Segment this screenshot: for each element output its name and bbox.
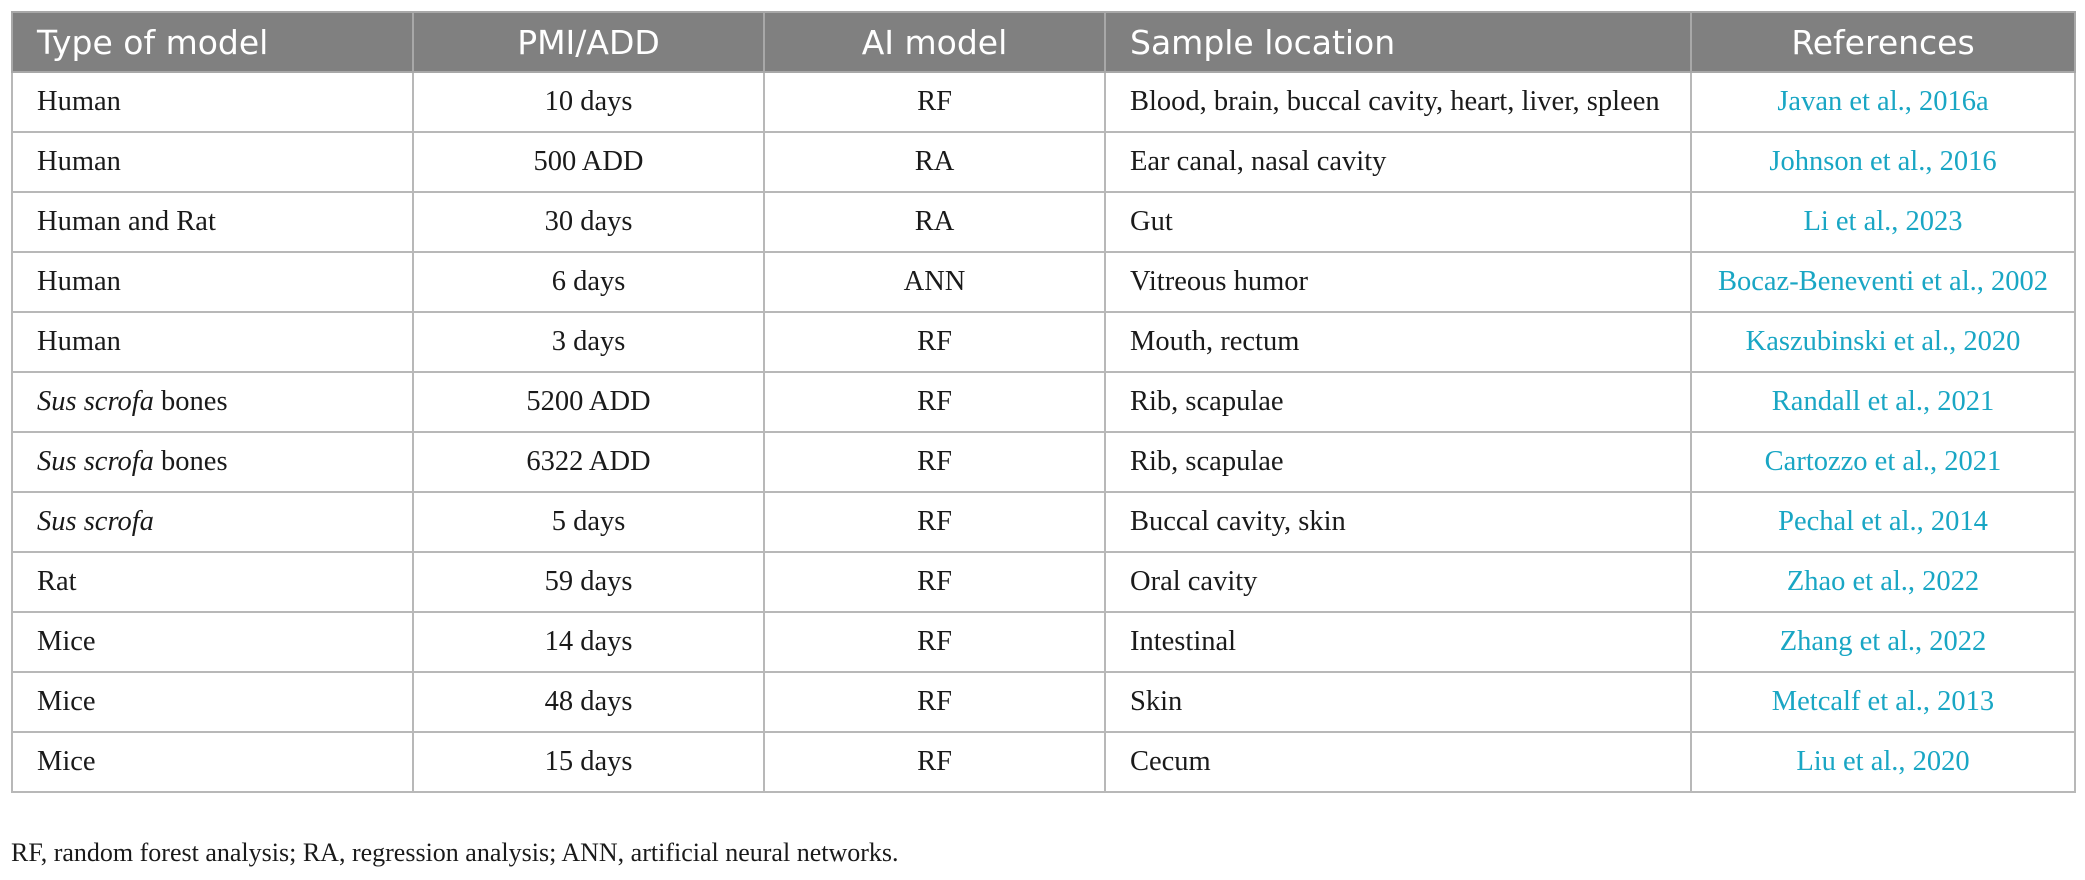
cell-sample-location: Mouth, rectum [1104, 311, 1692, 373]
model-name: Rat [37, 566, 77, 597]
reference-link[interactable]: Liu et al., 2020 [1690, 731, 2076, 793]
reference-link[interactable]: Randall et al., 2021 [1690, 371, 2076, 433]
reference-link[interactable]: Johnson et al., 2016 [1690, 131, 2076, 193]
header-references: References [1690, 11, 2076, 73]
cell-sample-location: Blood, brain, buccal cavity, heart, live… [1104, 71, 1692, 133]
model-name: Human and Rat [37, 206, 216, 237]
cell-ai-model: RF [763, 551, 1106, 613]
cell-ai-model: RF [763, 71, 1106, 133]
header-type-of-model: Type of model [11, 11, 414, 73]
cell-ai-model: ANN [763, 251, 1106, 313]
cell-pmi-add: 6 days [412, 251, 765, 313]
reference-link[interactable]: Cartozzo et al., 2021 [1690, 431, 2076, 493]
header-row: Type of model PMI/ADD AI model Sample lo… [11, 11, 2076, 73]
cell-pmi-add: 48 days [412, 671, 765, 733]
reference-link[interactable]: Kaszubinski et al., 2020 [1690, 311, 2076, 373]
cell-sample-location: Oral cavity [1104, 551, 1692, 613]
cell-type-of-model: Mice [11, 671, 414, 733]
model-name: Sus scrofa [37, 446, 154, 477]
cell-sample-location: Ear canal, nasal cavity [1104, 131, 1692, 193]
cell-type-of-model: Rat [11, 551, 414, 613]
cell-pmi-add: 59 days [412, 551, 765, 613]
model-suffix: bones [153, 386, 228, 417]
cell-pmi-add: 10 days [412, 71, 765, 133]
cell-type-of-model: Human [11, 251, 414, 313]
cell-ai-model: RF [763, 491, 1106, 553]
table-footnote: RF, random forest analysis; RA, regressi… [11, 838, 899, 867]
cell-ai-model: RF [763, 731, 1106, 793]
reference-link[interactable]: Zhang et al., 2022 [1690, 611, 2076, 673]
cell-sample-location: Rib, scapulae [1104, 371, 1692, 433]
reference-link[interactable]: Bocaz-Beneventi et al., 2002 [1690, 251, 2076, 313]
data-table: Type of model PMI/ADD AI model Sample lo… [11, 11, 2076, 793]
reference-link[interactable]: Javan et al., 2016a [1690, 71, 2076, 133]
cell-ai-model: RF [763, 311, 1106, 373]
cell-ai-model: RF [763, 671, 1106, 733]
model-name: Mice [37, 686, 96, 717]
model-name: Sus scrofa [37, 506, 154, 537]
cell-pmi-add: 6322 ADD [412, 431, 765, 493]
header-ai-model: AI model [763, 11, 1106, 73]
model-name: Sus scrofa [37, 386, 154, 417]
cell-ai-model: RA [763, 131, 1106, 193]
cell-type-of-model: Human [11, 71, 414, 133]
cell-ai-model: RF [763, 371, 1106, 433]
model-name: Mice [37, 626, 96, 657]
cell-sample-location: Buccal cavity, skin [1104, 491, 1692, 553]
cell-pmi-add: 3 days [412, 311, 765, 373]
cell-sample-location: Gut [1104, 191, 1692, 253]
cell-sample-location: Skin [1104, 671, 1692, 733]
cell-pmi-add: 5 days [412, 491, 765, 553]
cell-pmi-add: 500 ADD [412, 131, 765, 193]
cell-pmi-add: 30 days [412, 191, 765, 253]
model-suffix: bones [153, 446, 228, 477]
cell-type-of-model: Sus scrofa bones [11, 431, 414, 493]
model-name: Mice [37, 746, 96, 777]
model-name: Human [37, 326, 121, 357]
cell-type-of-model: Sus scrofa bones [11, 371, 414, 433]
cell-ai-model: RF [763, 611, 1106, 673]
cell-type-of-model: Mice [11, 611, 414, 673]
cell-sample-location: Vitreous humor [1104, 251, 1692, 313]
cell-type-of-model: Human and Rat [11, 191, 414, 253]
header-pmi-add: PMI/ADD [412, 11, 765, 73]
reference-link[interactable]: Pechal et al., 2014 [1690, 491, 2076, 553]
reference-link[interactable]: Metcalf et al., 2013 [1690, 671, 2076, 733]
cell-pmi-add: 14 days [412, 611, 765, 673]
cell-type-of-model: Sus scrofa [11, 491, 414, 553]
cell-ai-model: RF [763, 431, 1106, 493]
cell-sample-location: Cecum [1104, 731, 1692, 793]
cell-sample-location: Intestinal [1104, 611, 1692, 673]
model-name: Human [37, 266, 121, 297]
cell-type-of-model: Human [11, 311, 414, 373]
cell-sample-location: Rib, scapulae [1104, 431, 1692, 493]
header-sample-location: Sample location [1104, 11, 1692, 73]
cell-pmi-add: 15 days [412, 731, 765, 793]
table-container: Type of model PMI/ADD AI model Sample lo… [11, 11, 2076, 793]
model-name: Human [37, 146, 121, 177]
cell-ai-model: RA [763, 191, 1106, 253]
cell-pmi-add: 5200 ADD [412, 371, 765, 433]
cell-type-of-model: Human [11, 131, 414, 193]
reference-link[interactable]: Zhao et al., 2022 [1690, 551, 2076, 613]
cell-type-of-model: Mice [11, 731, 414, 793]
model-name: Human [37, 86, 121, 117]
reference-link[interactable]: Li et al., 2023 [1690, 191, 2076, 253]
